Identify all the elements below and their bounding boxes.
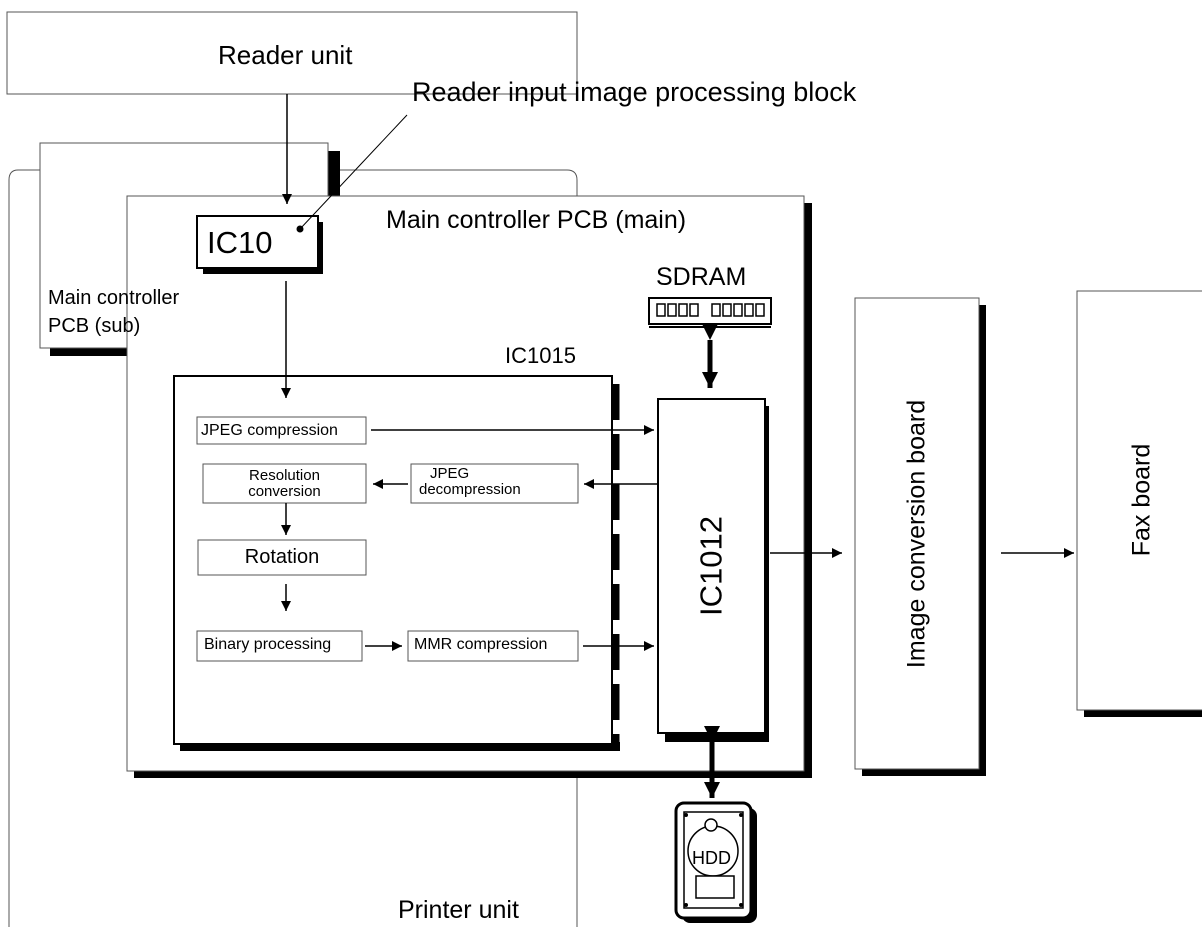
ic10-box	[196, 215, 319, 269]
image-conversion-box	[854, 297, 980, 770]
controller-sub-label-line1: Main controller	[48, 287, 180, 309]
binary-processing-box	[196, 630, 363, 662]
jpeg-compression-label: JPEG compression	[201, 422, 338, 439]
reader-unit-label: Reader unit	[218, 40, 353, 70]
ic1015-shadow	[180, 742, 620, 751]
sdram-label: SDRAM	[656, 263, 747, 291]
ic1012-label: IC1012	[693, 516, 729, 616]
resolution-conversion-label-1: Resolution	[249, 467, 320, 484]
reader-unit-box	[6, 11, 578, 95]
reader-input-block-label: Reader input image processing block	[412, 77, 857, 107]
jpeg-decompression-label-2: decompression	[419, 481, 521, 498]
ic10-pointer-line	[299, 114, 408, 230]
image-conversion-label: Image conversion board	[902, 399, 931, 669]
ic1015-label: IC1015	[505, 343, 576, 368]
resolution-conversion-label-2: conversion	[248, 483, 321, 500]
controller-main-label: Main controller PCB (main)	[386, 206, 687, 234]
jpeg-decompression-label-1: JPEG	[430, 465, 470, 482]
mmr-compression-box	[407, 630, 579, 662]
printer-unit-label: Printer unit	[398, 896, 519, 924]
jpeg-decompression-box	[410, 463, 579, 504]
hdd-icon	[674, 801, 757, 923]
fax-board-box	[1076, 290, 1202, 711]
hdd-label: HDD	[692, 848, 731, 868]
fax-board-label: Fax board	[1127, 443, 1156, 557]
mmr-compression-label: MMR compression	[414, 636, 548, 653]
ic1012-box	[657, 398, 766, 734]
sdram-module-icon	[648, 297, 772, 328]
rotation-box	[197, 539, 367, 576]
controller-sub-label-line2: PCB (sub)	[48, 315, 141, 337]
jpeg-compression-box	[196, 416, 367, 445]
rotation-label: Rotation	[244, 546, 320, 568]
ic10-label: IC10	[207, 225, 273, 260]
binary-processing-label: Binary processing	[204, 636, 332, 653]
resolution-conversion-box	[202, 463, 367, 504]
